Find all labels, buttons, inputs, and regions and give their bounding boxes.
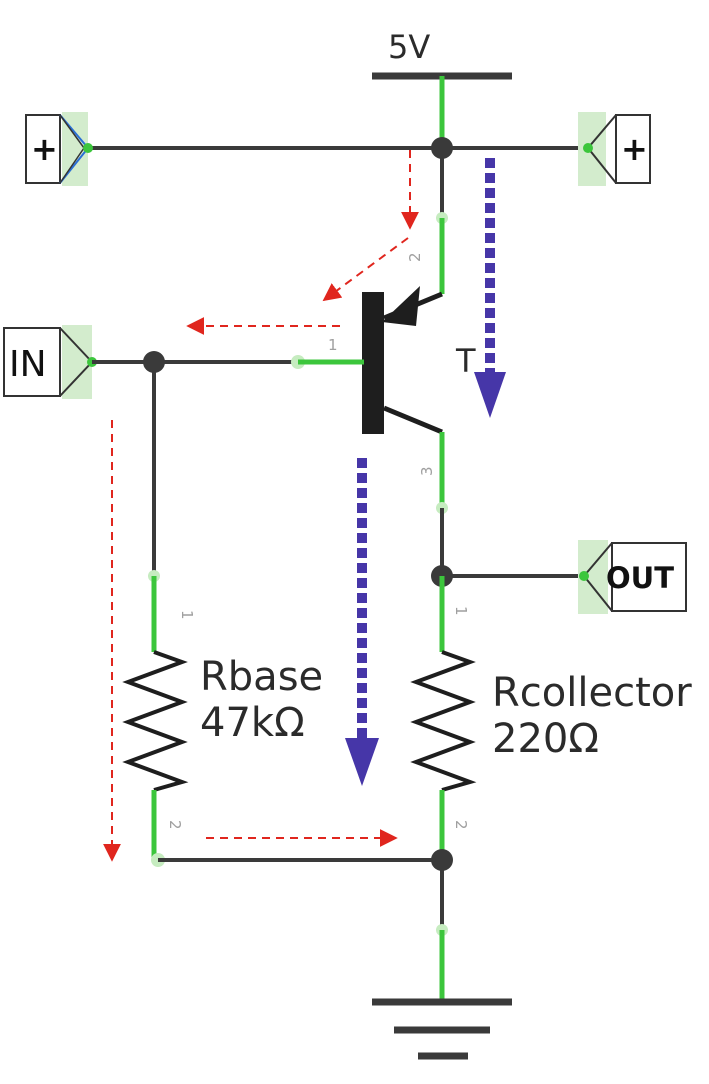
- base-current-arrow-diagonal: [322, 237, 409, 302]
- emitter-pin-number: 2: [406, 252, 424, 262]
- collector-current-arrows: [345, 158, 506, 786]
- supply-rail: [372, 72, 512, 148]
- rcollector-value: 220Ω: [492, 716, 599, 762]
- plus-right-label: +: [621, 130, 648, 168]
- rcollector-name: Rcollector: [492, 670, 692, 716]
- rbase-bottom-pin-number: 2: [166, 820, 184, 830]
- ground-symbol: [372, 998, 512, 1060]
- rbase-value: 47kΩ: [200, 700, 305, 746]
- supply-label: 5V: [388, 28, 430, 66]
- output-label: OUT: [606, 561, 674, 595]
- rcollector-bottom-pin-number: 2: [452, 820, 470, 830]
- base-pin-number: 1: [328, 336, 338, 354]
- plus-right-connector[interactable]: +: [578, 112, 651, 186]
- plus-left-connector[interactable]: +: [25, 112, 93, 186]
- collector-current-arrowhead-bottom: [345, 738, 379, 786]
- rcollector-top-pin-number: 1: [452, 606, 470, 616]
- collector-current-arrowhead-top: [474, 372, 506, 418]
- plus-left-label: +: [31, 130, 58, 168]
- input-connector[interactable]: IN: [3, 325, 97, 399]
- rbase-top-pin-number: 1: [178, 610, 196, 620]
- transistor-pnp: [362, 286, 443, 435]
- rbase-name: Rbase: [200, 654, 323, 700]
- output-connector[interactable]: OUT: [578, 540, 687, 614]
- rbase-zigzag: [122, 650, 189, 792]
- collector-pin-number: 3: [418, 466, 436, 476]
- transistor-designator: T: [455, 342, 476, 380]
- base-current-arrows: [103, 150, 419, 862]
- rcollector-zigzag: [410, 650, 477, 792]
- input-label: IN: [9, 344, 47, 385]
